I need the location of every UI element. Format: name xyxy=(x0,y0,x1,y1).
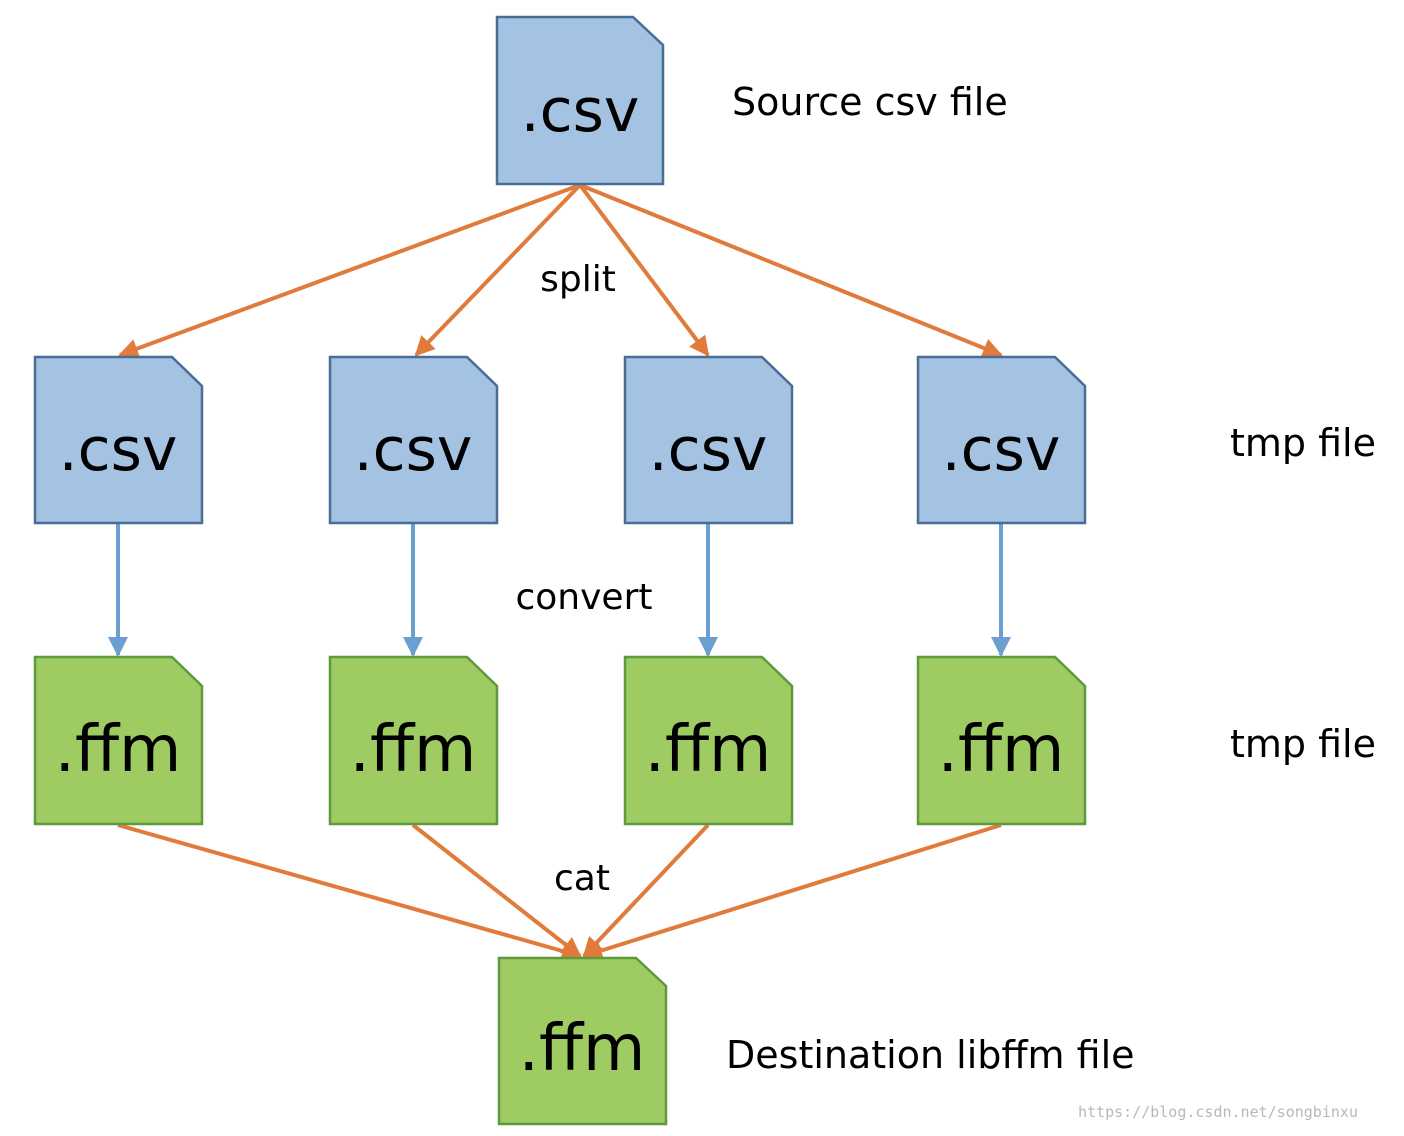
tmp-ffm-file-ext: .ffm xyxy=(55,713,182,787)
cat-arrows xyxy=(117,823,1002,961)
tmp-csv-file-ext: .csv xyxy=(354,415,473,485)
tmp-ffm-file-icon: .ffm xyxy=(623,655,794,826)
tmp-csv-file-ext: .csv xyxy=(59,415,178,485)
split-arrow xyxy=(414,183,582,357)
tmp-ffm-file-icon: .ffm xyxy=(33,655,204,826)
destination-file-ext: .ffm xyxy=(519,1012,646,1086)
tmp-ffm-file-icon: .ffm xyxy=(328,655,499,826)
split-arrows xyxy=(118,183,1003,359)
tmp-csv-file-icon: .csv xyxy=(328,355,499,525)
convert-arrows xyxy=(108,524,1011,657)
tmp-ffm-file-ext: .ffm xyxy=(938,713,1065,787)
destination-ffm-file-icon: .ffm xyxy=(497,956,668,1126)
tmp-csv-file-icon: .csv xyxy=(623,355,794,525)
tmp-ffm-file-icon: .ffm xyxy=(916,655,1087,826)
destination-label: Destination libffm file xyxy=(726,1033,1135,1077)
source-file-ext: .csv xyxy=(521,76,640,146)
cat-arrow xyxy=(117,823,582,961)
convert-label: convert xyxy=(515,577,652,618)
watermark: https://blog.csdn.net/songbinxu xyxy=(1078,1103,1358,1121)
cat-arrow xyxy=(411,823,582,958)
tmp-ffm-file-ext: .ffm xyxy=(645,713,772,787)
source-csv-file-icon: .csv xyxy=(495,15,665,186)
tmp-csv-file-icon: .csv xyxy=(33,355,204,525)
tmp-ffm-file-ext: .ffm xyxy=(350,713,477,787)
tmp-csv-file-ext: .csv xyxy=(649,415,768,485)
tmp-csv-label: tmp file xyxy=(1230,421,1376,465)
cat-label: cat xyxy=(554,858,610,899)
source-label: Source csv file xyxy=(732,80,1008,124)
tmp-csv-file-ext: .csv xyxy=(942,415,1061,485)
split-arrow xyxy=(118,183,581,359)
tmp-csv-file-icon: .csv xyxy=(916,355,1087,525)
split-label: split xyxy=(540,259,616,300)
split-arrow xyxy=(579,183,1003,358)
cat-arrow xyxy=(582,823,1002,961)
split-arrow xyxy=(578,183,710,357)
cat-arrow xyxy=(582,823,710,958)
tmp-ffm-label: tmp file xyxy=(1230,722,1376,766)
